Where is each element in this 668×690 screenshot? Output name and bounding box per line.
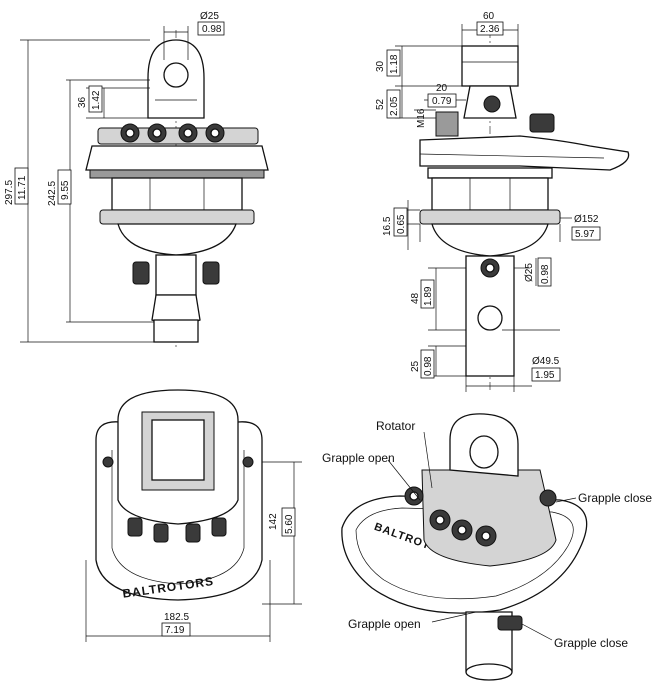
dim-front-hole-in: 0.98	[202, 24, 222, 35]
dim-side-end-in: 0.98	[423, 356, 434, 376]
front-eye-hole	[163, 62, 189, 88]
dim-side-top-in: 2.36	[480, 24, 500, 35]
dim-side-shaft-hole-mm: Ø25	[524, 263, 535, 282]
dim-top-width-mm: 182.5	[164, 612, 189, 623]
dim-side-eye-mm: 30	[375, 60, 386, 72]
dim-front-total-mm: 297.5	[4, 180, 15, 205]
dim-side-shaft-hole-in: 0.98	[540, 264, 551, 284]
dim-side-shaft-dia-mm: Ø49.5	[532, 356, 560, 367]
dim-top-depth-in: 5.60	[284, 514, 295, 534]
front-fittings	[120, 123, 225, 143]
dim-side-eye-in: 1.18	[389, 54, 400, 74]
dim-side-flange-thk-mm: 16.5	[382, 216, 393, 236]
front-shaft-upper	[155, 254, 197, 296]
front-side-fitting-left	[132, 261, 150, 285]
iso-fittings	[404, 486, 497, 547]
dim-front-eye-in: 1.42	[91, 90, 102, 110]
top-fittings	[127, 517, 227, 543]
dim-side-flange-dia-in: 5.97	[575, 229, 595, 240]
dim-side-end-mm: 25	[410, 360, 421, 372]
front-lower-housing	[117, 223, 237, 256]
dim-top-depth-mm: 142	[268, 513, 279, 530]
dim-side-port-mm: 20	[436, 83, 448, 94]
dim-front-eye-mm: 36	[77, 96, 88, 108]
dim-side-top-mm: 60	[483, 11, 495, 22]
iso-side-fitting	[539, 489, 557, 507]
side-grapple-arm	[419, 135, 630, 171]
dim-front-total-in: 11.71	[17, 175, 28, 200]
dim-top-width-in: 7.19	[165, 625, 185, 636]
side-fitting-left	[435, 111, 459, 137]
dim-side-upper-mm: 52	[375, 98, 386, 110]
dim-side-flange-dia-mm: Ø152	[574, 214, 599, 225]
callout-grapple-open-bottom: Grapple open	[348, 617, 421, 631]
dim-side-spacing-in: 1.89	[423, 286, 434, 306]
dim-front-body-in: 9.55	[60, 180, 71, 200]
front-side-fitting-right	[202, 261, 220, 285]
front-shaft-end	[153, 319, 199, 343]
iso-housing	[421, 469, 557, 567]
dim-side-upper-in: 2.05	[389, 96, 400, 116]
side-housing-body	[431, 177, 549, 211]
iso-view: BALTROTORS Rotator Grapple open Grapple …	[322, 413, 652, 681]
dim-side-flange-thk-in: 0.65	[396, 214, 407, 234]
callout-grapple-open-top: Grapple open	[322, 451, 395, 465]
dim-side-spacing-mm: 48	[410, 292, 421, 304]
dim-side-port-in: 0.79	[432, 96, 452, 107]
side-view: 60 2.36 30 1.18 20 0.79 M16 52 2.05 16.5…	[375, 11, 630, 392]
dim-side-shaft-dia-in: 1.95	[535, 370, 555, 381]
side-flange	[419, 209, 561, 225]
callout-grapple-close-top: Grapple close	[578, 491, 652, 505]
iso-bottom-fitting	[497, 615, 523, 631]
front-view: Ø25 0.98 36 1.42 242.5 9.55 297.5 11.71	[4, 11, 269, 348]
front-housing-top	[85, 145, 269, 171]
side-fitting-right	[529, 113, 555, 133]
callout-grapple-close-bottom: Grapple close	[554, 636, 628, 650]
side-top-lug	[461, 45, 519, 87]
dim-front-hole-mm: Ø25	[200, 11, 219, 22]
front-housing-body	[111, 177, 243, 211]
side-shaft-hole	[477, 305, 503, 331]
top-view: BALTROTORS 142 5.60 182.5 7.19	[85, 389, 302, 642]
iso-eye-hole	[469, 435, 499, 469]
front-flange	[99, 209, 255, 225]
callout-rotator: Rotator	[376, 419, 415, 433]
dim-front-body-mm: 242.5	[47, 181, 58, 206]
